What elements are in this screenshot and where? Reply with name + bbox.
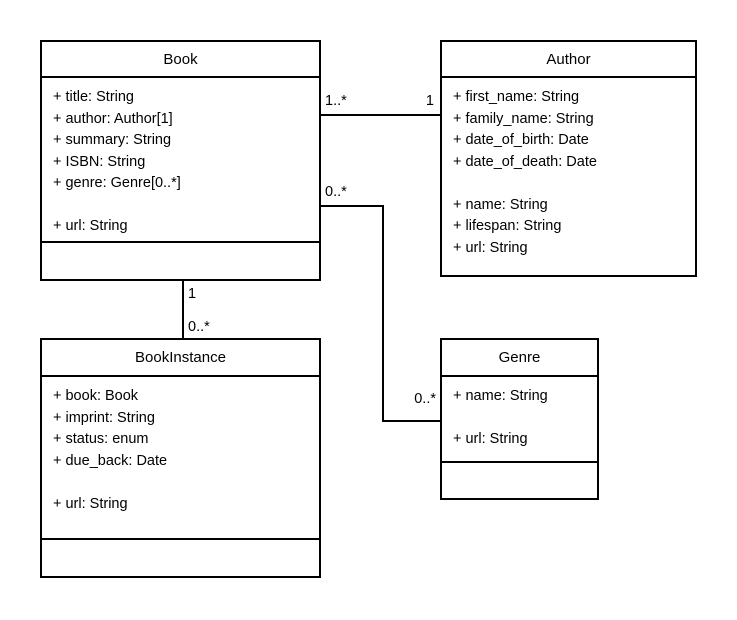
class-operations-bookinstance bbox=[42, 540, 319, 576]
class-title-book: Book bbox=[42, 42, 319, 78]
attribute-row: + lifespan: String bbox=[453, 218, 562, 234]
class-attributes-author: + first_name: String + family_name: Stri… bbox=[442, 78, 695, 275]
attribute-row: + url: String bbox=[453, 431, 528, 447]
class-attributes-book: + title: String + author: Author[1] + su… bbox=[42, 78, 319, 243]
attribute-row: + name: String bbox=[453, 196, 548, 213]
class-box-book[interactable]: Book + title: String + author: Author[1]… bbox=[40, 40, 321, 281]
attribute-row: + date_of_birth: Date bbox=[453, 132, 589, 148]
attribute-spacer bbox=[453, 408, 586, 430]
association-line-book-genre-vertical bbox=[382, 205, 384, 422]
multiplicity-book-bookinstance-target: 0..* bbox=[188, 319, 210, 335]
attribute-row: + author: Author[1] bbox=[53, 110, 173, 127]
attribute-spacer bbox=[53, 195, 308, 217]
class-attributes-genre: + name: String + url: String bbox=[442, 377, 597, 463]
attribute-row: + genre: Genre[0..*] bbox=[53, 175, 181, 191]
class-box-genre[interactable]: Genre + name: String + url: String bbox=[440, 338, 599, 500]
attribute-row: + first_name: String bbox=[453, 89, 580, 105]
attribute-spacer bbox=[453, 173, 684, 195]
multiplicity-book-bookinstance-source: 1 bbox=[188, 286, 197, 302]
multiplicity-book-genre-source: 0..* bbox=[325, 184, 347, 200]
attribute-row: + date_of_death: Date bbox=[453, 153, 597, 170]
attribute-row: + ISBN: String bbox=[53, 153, 146, 170]
attribute-row: + summary: String bbox=[53, 132, 172, 148]
class-box-author[interactable]: Author + first_name: String + family_nam… bbox=[440, 40, 697, 277]
attribute-row: + url: String bbox=[53, 218, 128, 234]
multiplicity-book-genre-target: 0..* bbox=[414, 391, 436, 407]
attribute-row: + status: enum bbox=[53, 431, 149, 447]
class-title-author: Author bbox=[442, 42, 695, 78]
association-line-book-genre-lower bbox=[382, 420, 440, 422]
association-line-book-bookinstance bbox=[182, 281, 184, 338]
class-operations-book bbox=[42, 243, 319, 279]
class-title-genre: Genre bbox=[442, 340, 597, 377]
association-line-book-author bbox=[321, 114, 440, 116]
attribute-row: + family_name: String bbox=[453, 110, 594, 127]
attribute-row: + url: String bbox=[453, 239, 528, 256]
attribute-spacer bbox=[53, 472, 308, 494]
class-operations-genre bbox=[442, 463, 597, 498]
class-attributes-bookinstance: + book: Book + imprint: String + status:… bbox=[42, 377, 319, 540]
attribute-row: + title: String bbox=[53, 89, 134, 105]
attribute-row: + url: String bbox=[53, 495, 128, 512]
multiplicity-book-author-target: 1 bbox=[425, 93, 434, 109]
multiplicity-book-author-source: 1..* bbox=[325, 93, 347, 109]
class-title-bookinstance: BookInstance bbox=[42, 340, 319, 377]
association-line-book-genre-upper bbox=[321, 205, 384, 207]
attribute-row: + due_back: Date bbox=[53, 452, 168, 469]
attribute-row: + name: String bbox=[453, 388, 548, 404]
class-box-bookinstance[interactable]: BookInstance + book: Book + imprint: Str… bbox=[40, 338, 321, 578]
attribute-row: + book: Book bbox=[53, 388, 139, 404]
attribute-row: + imprint: String bbox=[53, 409, 155, 426]
